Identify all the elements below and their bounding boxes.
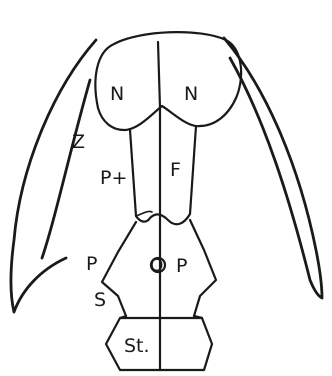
label-n-right: N xyxy=(184,83,198,105)
left-outer-wing xyxy=(11,40,96,312)
upper-lobes-outline xyxy=(95,32,241,130)
middle-segment-wavy-edge xyxy=(136,211,152,216)
label-z: Z xyxy=(72,131,85,153)
label-p-plus: P+ xyxy=(100,167,127,189)
right-outer-wing xyxy=(224,38,322,298)
midline xyxy=(158,42,160,258)
label-p-right: P xyxy=(176,255,187,277)
label-s: S xyxy=(94,289,106,311)
label-st: St. xyxy=(124,335,150,357)
label-o: O xyxy=(150,256,163,276)
label-p-left: P xyxy=(86,253,97,275)
label-n-left: N xyxy=(110,83,124,105)
label-f: F xyxy=(170,159,181,181)
middle-segment-outline xyxy=(130,126,196,224)
